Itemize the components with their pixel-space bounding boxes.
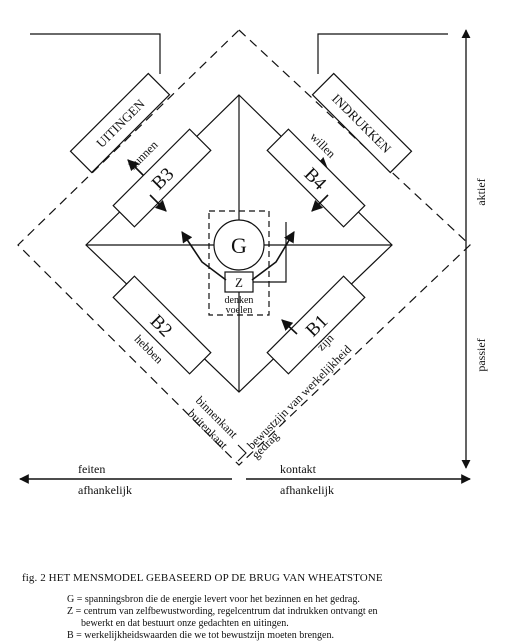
figure-caption: fig. 2 HET MENSMODEL GEBASEERD OP DE BRU… — [22, 572, 492, 642]
legend-z1: Z = centrum van zelfbewustwording, regel… — [67, 606, 378, 617]
legend-g: G = spanningsbron die de energie levert … — [67, 594, 360, 605]
g-circle — [213, 219, 265, 271]
arrow-z-left — [181, 231, 227, 281]
caption-title: fig. 2 HET MENSMODEL GEBASEERD OP DE BRU… — [22, 572, 383, 584]
wheatstone-diagram: UITINGEN INDRUKKEN kunnen willen B3 B4 B… — [17, 29, 488, 497]
z-label: Z — [235, 275, 243, 290]
aktief-label: aktief — [474, 178, 488, 205]
b4-box — [266, 128, 366, 228]
bottom-corner-bracket — [237, 444, 247, 462]
denken-label: denken — [225, 295, 254, 306]
caption-legend: G = spanningsbron die de energie levert … — [67, 594, 492, 642]
kontakt-label: kontakt — [280, 462, 317, 476]
b3-box — [112, 128, 212, 228]
afhankelijk-left-label: afhankelijk — [78, 483, 132, 497]
arrow-b3-down — [149, 194, 167, 212]
uitingen-bracket — [30, 33, 161, 74]
indrukken-bracket — [317, 33, 448, 74]
g-label: G — [231, 233, 247, 258]
legend-b: B = werkelijkheidswaarden die we tot bew… — [67, 630, 334, 641]
b1-box — [266, 275, 366, 375]
voelen-label: voelen — [226, 305, 253, 316]
arrow-b4-down — [311, 194, 329, 212]
arrow-z-right — [251, 231, 295, 281]
uitingen-box — [69, 72, 171, 174]
passief-label: passief — [474, 338, 488, 371]
indrukken-box — [311, 72, 413, 174]
outer-dashed-diamond — [17, 29, 471, 466]
feiten-label: feiten — [78, 462, 105, 476]
b2-box — [112, 275, 212, 375]
afhankelijk-right-label: afhankelijk — [280, 483, 334, 497]
legend-z2: bewerkt en dat bestuurt onze gedachten e… — [81, 618, 289, 629]
arrow-b1-up — [281, 319, 298, 335]
z-connector-right — [253, 222, 287, 283]
